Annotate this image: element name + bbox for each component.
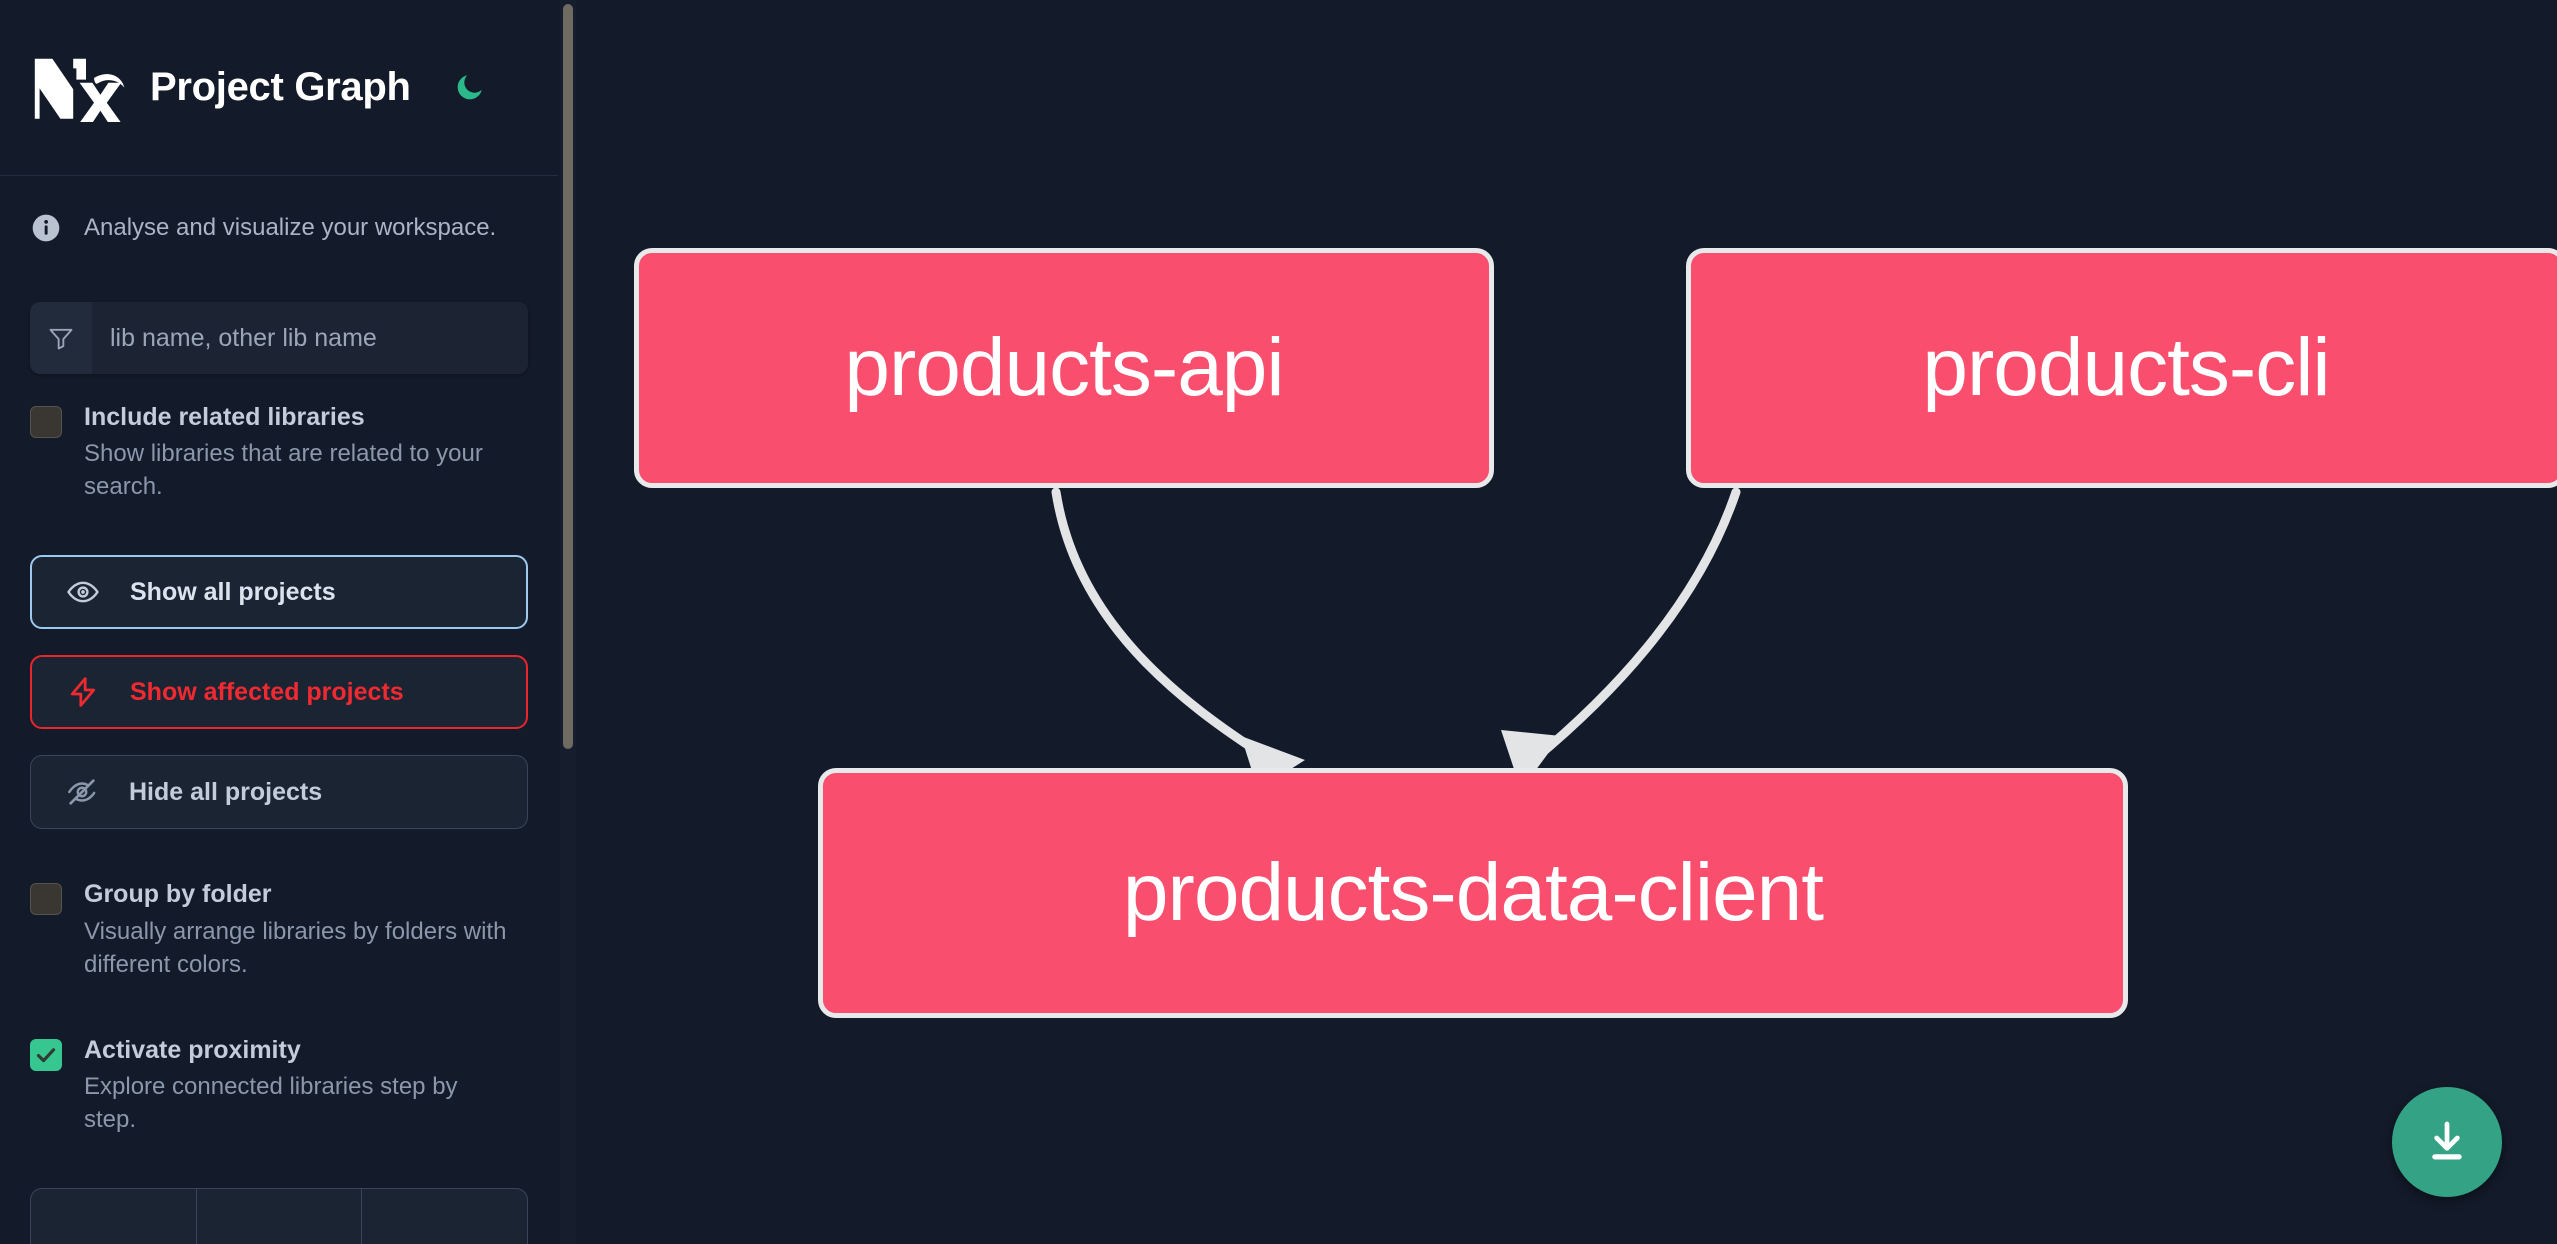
- page-title: Project Graph: [150, 65, 411, 109]
- include-related-libraries-description: Show libraries that are related to your …: [84, 440, 483, 501]
- info-icon: [30, 212, 62, 244]
- eye-slash-icon: [65, 775, 103, 809]
- graph-node-products-cli[interactable]: products-cli: [1686, 248, 2557, 488]
- graph-edges: [1051, 487, 1741, 790]
- show-affected-projects-label: Show affected projects: [130, 677, 404, 706]
- workspace-note: Analyse and visualize your workspace.: [0, 176, 558, 244]
- graph-node-products-api[interactable]: products-api: [634, 248, 1494, 488]
- show-all-projects-label: Show all projects: [130, 577, 336, 606]
- download-icon: [2432, 1121, 2462, 1160]
- proximity-segment-3[interactable]: [362, 1189, 527, 1244]
- hide-all-projects-label: Hide all projects: [129, 777, 323, 806]
- checkbox-activate-proximity[interactable]: Activate proximity Explore connected lib…: [0, 1007, 558, 1136]
- checkbox-group-by-folder[interactable]: Group by folder Visually arrange librari…: [0, 851, 558, 980]
- include-related-libraries-checkbox[interactable]: [30, 406, 62, 438]
- hide-all-projects-button[interactable]: Hide all projects: [30, 755, 528, 830]
- proximity-segmented-control[interactable]: [30, 1188, 528, 1244]
- graph-node-products-data-client[interactable]: products-data-client: [818, 768, 2128, 1018]
- graph-canvas[interactable]: products-api products-cli products-data-…: [576, 0, 2557, 1244]
- workspace-note-text: Analyse and visualize your workspace.: [84, 214, 497, 241]
- nx-logo-icon: [30, 54, 126, 123]
- sidebar: Project Graph Analyse and visualize yo: [0, 0, 576, 1244]
- sidebar-header: Project Graph: [0, 0, 558, 176]
- group-by-folder-checkbox[interactable]: [30, 883, 62, 916]
- group-by-folder-label: Group by folder: [84, 880, 272, 909]
- download-graph-button[interactable]: [2392, 1087, 2502, 1197]
- group-by-folder-description: Visually arrange libraries by folders wi…: [84, 917, 507, 978]
- checkbox-include-related-libraries[interactable]: Include related libraries Show libraries…: [0, 374, 558, 503]
- show-affected-projects-button[interactable]: Show affected projects: [30, 655, 528, 730]
- sidebar-scrollbar[interactable]: [560, 0, 576, 1244]
- eye-icon: [66, 575, 104, 609]
- activate-proximity-label: Activate proximity: [84, 1035, 301, 1064]
- edge-products-api-to-products-data-client: [1051, 487, 1276, 765]
- activate-proximity-description: Explore connected libraries step by step…: [84, 1073, 458, 1134]
- sidebar-scrollbar-thumb[interactable]: [563, 4, 573, 749]
- check-icon: [36, 1048, 56, 1063]
- search-input[interactable]: [92, 302, 528, 374]
- proximity-segment-1[interactable]: [31, 1189, 197, 1244]
- filter-icon: [30, 302, 92, 374]
- activate-proximity-checkbox[interactable]: [30, 1038, 62, 1071]
- proximity-segment-2[interactable]: [197, 1189, 363, 1244]
- moon-icon[interactable]: [447, 66, 491, 110]
- project-visibility-buttons: Show all projects Show affected projects: [30, 555, 528, 830]
- edge-products-cli-to-products-data-client: [1526, 487, 1741, 767]
- show-all-projects-button[interactable]: Show all projects: [30, 555, 528, 630]
- lightning-icon: [66, 675, 104, 709]
- search-field[interactable]: [30, 302, 528, 374]
- include-related-libraries-label: Include related libraries: [84, 403, 365, 431]
